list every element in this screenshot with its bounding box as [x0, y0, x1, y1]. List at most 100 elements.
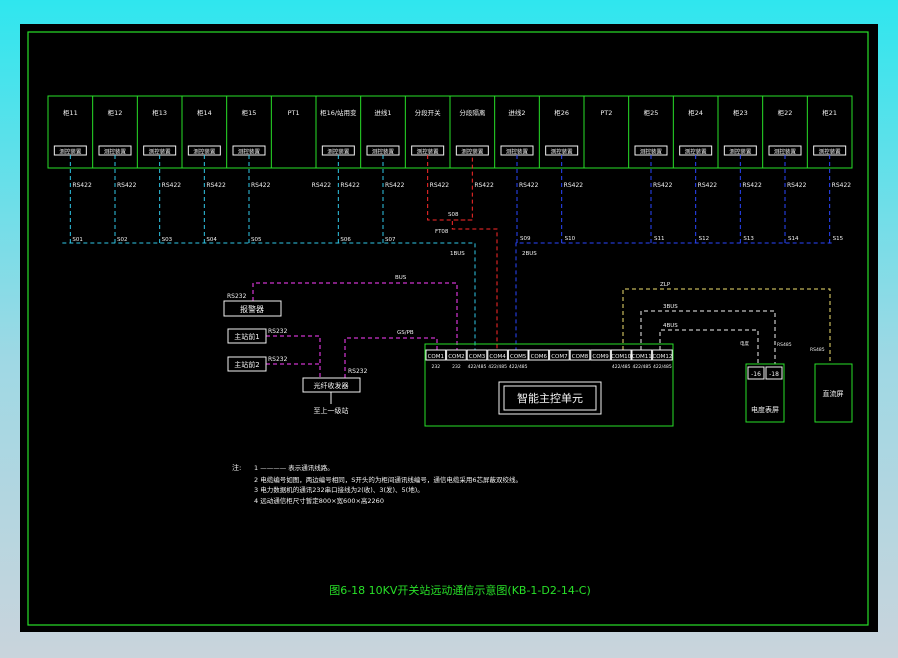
com-port-box	[528, 349, 550, 361]
diagram-caption: 图6-18 10KV开关站远动通信示意图(KB-1-D2-14-C)	[329, 583, 591, 597]
cyan-bus-left	[62, 242, 476, 350]
cabinet-device-box	[455, 145, 489, 156]
com-port-name: COM7	[551, 354, 568, 360]
com-port-name: COM8	[572, 354, 589, 360]
com-port-name: COM4	[489, 354, 506, 360]
cabinet-name: 柜11	[63, 108, 78, 117]
cabinet-name: 柜21	[822, 108, 837, 117]
rs422-label: RS422	[742, 182, 762, 189]
left-device-group: 报警器 RS232 主站前1 RS232 主站前2 RS232 光纤收发器 RS…	[223, 293, 368, 415]
zlp-label: ZLP	[660, 282, 671, 288]
rs422-label: RS422	[162, 182, 182, 189]
cabinet-name: PT1	[288, 109, 300, 117]
controller-inner-outer	[498, 381, 602, 415]
meter-b-box	[765, 366, 783, 380]
master2-label: 主站前2	[234, 360, 259, 369]
com-port-type: 422/485	[468, 364, 487, 370]
com-port-box	[652, 349, 673, 361]
bus2-label: 2BUS	[522, 251, 537, 257]
rs422-label: RS422	[474, 182, 494, 189]
cabinet-name: 柜23	[733, 108, 748, 117]
bus-tap-label: S10	[565, 236, 576, 242]
cabinet-name: 柜12	[108, 108, 123, 117]
cabinet-name: 柜13	[152, 108, 167, 117]
cabinet-name: PT2	[600, 109, 612, 117]
rs422-label: RS422	[385, 182, 405, 189]
com-port-name: COM9	[592, 354, 609, 360]
rs422-label: RS422	[312, 182, 332, 189]
fiber-label: FT08	[435, 229, 449, 235]
cabinet-device-label: 测控装置	[640, 148, 663, 156]
cabinet-device-label: 测控装置	[238, 148, 261, 156]
cabinet-device-label: 测控装置	[193, 148, 216, 156]
dk-label: 电度	[740, 340, 749, 347]
com-port-box	[425, 349, 447, 361]
com-port-type: 232	[432, 364, 441, 370]
meter-panel	[745, 363, 785, 423]
note-line-4: 4 远动通信柜尺寸暂定800×宽600×高2260	[254, 496, 384, 505]
cabinet-name: 柜22	[778, 108, 793, 117]
rs422-label: RS422	[564, 182, 584, 189]
white-meter-link-1	[640, 310, 776, 364]
rs422-label: RS422	[653, 182, 673, 189]
com-port-box	[549, 349, 570, 361]
cabinet-name: 柜15	[242, 108, 257, 117]
bus4-label: 4BUS	[663, 323, 678, 329]
alarm-rs232: RS232	[227, 293, 247, 300]
cabinet-device-label: 测控装置	[104, 148, 127, 156]
bus-tap-label: S15	[833, 236, 844, 242]
com-port-box	[590, 349, 611, 361]
cabinet-device-label: 测控装置	[372, 148, 395, 156]
bus-tap-label: S11	[654, 236, 665, 242]
meter-a-label: -16	[751, 371, 761, 378]
bus-tap-label: S09	[520, 236, 531, 242]
magenta-master1-link	[266, 335, 321, 378]
cabinet-name: 柜26	[554, 108, 569, 117]
dc-panel	[814, 363, 853, 423]
rs485-label-2: RS485	[810, 347, 825, 353]
magenta-fiber-link	[344, 337, 438, 378]
meter-a-box	[747, 366, 765, 380]
com-port-type: 232	[452, 364, 461, 370]
meter-b-label: -18	[769, 371, 779, 378]
white-meter-link-2	[659, 329, 759, 364]
bus-tap-label: S14	[788, 236, 799, 242]
cabinet-device-label: 测控装置	[327, 148, 350, 156]
master1-label: 主站前1	[234, 332, 259, 341]
cabinet-device-label: 测控装置	[461, 148, 484, 156]
rs422-label: RS422	[832, 182, 852, 189]
s08-label: S08	[448, 212, 459, 218]
gs-label: GS/PB	[397, 330, 414, 336]
cabinet-device-label: 测控装置	[819, 148, 842, 156]
cabinet-name: 进线1	[374, 108, 391, 117]
bus-tap-label: S04	[206, 237, 217, 243]
notes-head: 注:	[232, 463, 241, 472]
rs422-label: RS422	[787, 182, 807, 189]
com-port-box	[487, 349, 508, 361]
alarm-label: 报警器	[240, 304, 264, 314]
rs422-label: RS422	[72, 182, 92, 189]
com-port-box	[446, 349, 467, 361]
rs422-label: RS422	[206, 182, 226, 189]
bus-tap-label: S13	[743, 236, 754, 242]
rs422-label: RS422	[340, 182, 360, 189]
cabinet-name: 柜25	[644, 108, 659, 117]
meter-label: 电度表屏	[751, 405, 779, 414]
rs422-label: RS422	[430, 182, 450, 189]
right-device-group: -16 -18 电度表屏 直流屏	[745, 363, 853, 423]
main-controller: COM1232COM2232COM3422/485COM4422/485COM5…	[424, 343, 674, 427]
cabinet-device-label: 测控装置	[417, 148, 440, 156]
com-port-strip: COM1232COM2232COM3422/485COM4422/485COM5…	[425, 349, 673, 370]
com-port-type: 422/485	[488, 364, 507, 370]
com-port-name: COM10	[611, 354, 631, 360]
com-port-box	[569, 349, 591, 361]
bus-tap-label: S03	[162, 237, 173, 243]
com-port-type: 422/485	[632, 364, 651, 370]
cabinet-device-label: 测控装置	[506, 148, 529, 156]
com-port-box	[631, 349, 653, 361]
bus3-label: 3BUS	[663, 304, 678, 310]
red-drop	[427, 155, 473, 221]
yellow-dc-link	[622, 288, 831, 364]
com-port-name: COM12	[652, 354, 672, 360]
